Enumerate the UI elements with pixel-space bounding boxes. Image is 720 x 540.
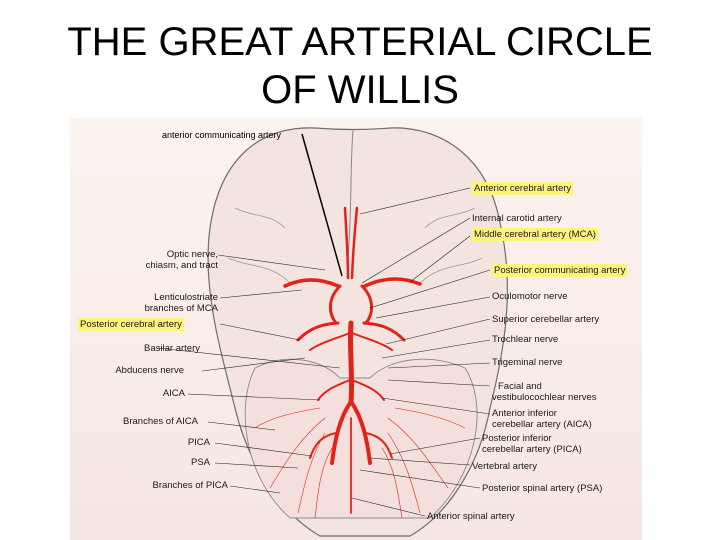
label-internal-carotid-artery: Internal carotid artery bbox=[472, 213, 562, 224]
label-anterior-spinal-artery: Anterior spinal artery bbox=[427, 511, 515, 522]
label-facial-line1: Facial and bbox=[498, 381, 542, 392]
anterior-cerebral-left bbox=[343, 206, 350, 280]
label-superior-cerebellar-artery: Superior cerebellar artery bbox=[492, 314, 600, 325]
pica-left bbox=[309, 432, 337, 459]
label-lenticulostriate-line1: Lenticulostriate bbox=[154, 292, 218, 303]
label-aica-line1: Anterior inferior bbox=[492, 408, 557, 419]
label-pica-line1: Posterior inferior bbox=[482, 433, 552, 444]
title-line-1: THE GREAT ARTERIAL CIRCLE bbox=[67, 20, 653, 64]
label-branches-of-aica: Branches of AICA bbox=[123, 416, 198, 427]
leader-lines bbox=[157, 133, 491, 517]
pica-right bbox=[365, 432, 393, 459]
label-pica-line2: cerebellar artery (PICA) bbox=[482, 444, 582, 455]
label-trochlear-nerve: Trochlear nerve bbox=[492, 334, 559, 345]
middle-cerebral-right bbox=[363, 277, 422, 288]
label-posterior-spinal-artery: Posterior spinal artery (PSA) bbox=[482, 483, 603, 494]
label-branches-of-pica: Branches of PICA bbox=[152, 480, 228, 491]
sulcus-right-1 bbox=[424, 207, 476, 229]
posterior-cerebral-left bbox=[296, 321, 340, 342]
label-oculomotor-nerve: Oculomotor nerve bbox=[492, 291, 568, 302]
middle-cerebral-left bbox=[283, 278, 340, 288]
basilar-artery bbox=[347, 320, 355, 406]
sulcus-left-1 bbox=[234, 207, 286, 229]
label-facial-line2: vestibulocochlear nerves bbox=[492, 392, 597, 403]
label-aica-line2: cerebellar artery (AICA) bbox=[492, 419, 592, 430]
anterior-cerebral-right bbox=[350, 206, 359, 280]
arterial-circle bbox=[283, 206, 422, 514]
label-optic-line1: Optic nerve, bbox=[166, 249, 218, 260]
label-vertebral-artery: Vertebral artery bbox=[472, 461, 537, 472]
sca-right bbox=[351, 332, 393, 351]
sca-left bbox=[309, 332, 351, 351]
annotation-anterior-communicating-artery: anterior communicating artery bbox=[162, 130, 282, 140]
label-trigeminal-nerve: Trigeminal nerve bbox=[492, 357, 563, 368]
posterior-cerebral-right bbox=[362, 321, 406, 342]
label-middle-cerebral-artery: Middle cerebral artery (MCA) bbox=[472, 228, 598, 241]
label-abducens-nerve: Abducens nerve bbox=[115, 365, 184, 376]
page-title: THE GREAT ARTERIAL CIRCLE OF WILLIS bbox=[0, 18, 720, 114]
vertebral-right bbox=[350, 401, 372, 465]
label-pica-left: PICA bbox=[187, 437, 210, 448]
title-line-2: OF WILLIS bbox=[261, 68, 459, 112]
cerebellar-branches bbox=[254, 407, 466, 519]
label-psa-left: PSA bbox=[190, 457, 210, 468]
label-aica-left: AICA bbox=[162, 388, 185, 399]
vertebral-left bbox=[330, 401, 352, 465]
circle-right bbox=[360, 284, 373, 325]
label-lenticulostriate-line2: branches of MCA bbox=[144, 303, 218, 314]
brain-diagram: Anterior cerebral artery Internal caroti… bbox=[70, 118, 642, 540]
sulcus-right-2 bbox=[419, 257, 483, 284]
label-anterior-cerebral-artery: Anterior cerebral artery bbox=[472, 182, 574, 195]
label-posterior-cerebral-artery: Posterior cerebral artery bbox=[78, 318, 184, 331]
aica-left bbox=[317, 379, 351, 401]
label-optic-line2: chiasm, and tract bbox=[145, 260, 218, 271]
label-basilar-artery: Basilar artery bbox=[144, 343, 200, 354]
label-posterior-communicating-artery: Posterior communicating artery bbox=[492, 264, 628, 277]
circle-left bbox=[329, 284, 342, 325]
sulcus-left-2 bbox=[227, 257, 291, 284]
aica-right bbox=[351, 379, 385, 401]
longitudinal-fissure bbox=[347, 129, 354, 259]
brain-illustration bbox=[157, 127, 509, 537]
